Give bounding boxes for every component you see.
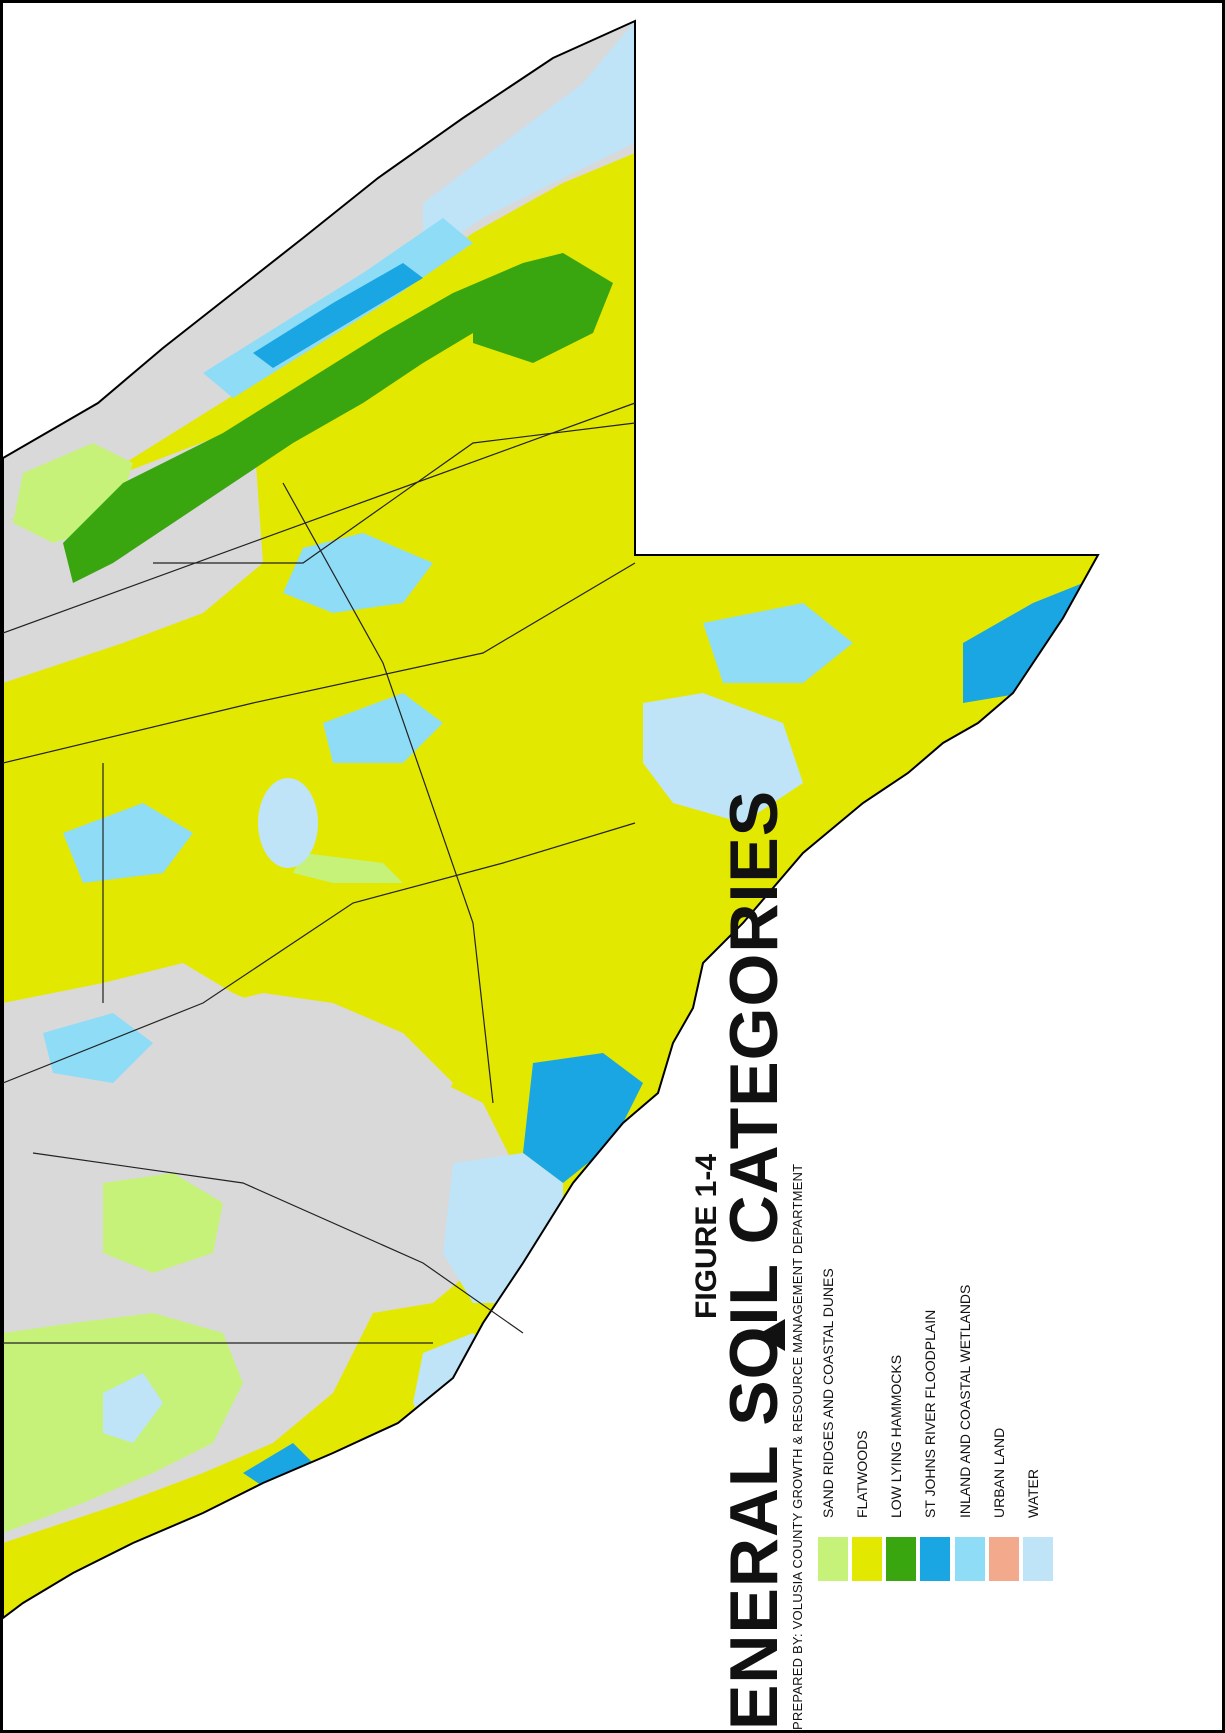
county-boundary	[3, 19, 1100, 1620]
wetland-band-b	[323, 693, 443, 763]
lake-northwest	[103, 1373, 163, 1443]
legend-label: INLAND AND COASTAL WETLANDS	[957, 1284, 973, 1518]
wetland-band-d	[43, 1013, 153, 1083]
lake-south	[643, 693, 803, 823]
legend-swatch	[989, 1537, 1019, 1581]
coastal-water	[423, 21, 635, 258]
legend-label: LOW LYING HAMMOCKS	[888, 1354, 904, 1518]
floodplain-edge	[243, 1443, 313, 1493]
soil-map	[3, 19, 1100, 1620]
legend-swatch	[886, 1537, 916, 1581]
road-state-c	[282, 482, 494, 1104]
road-state-a	[32, 1152, 524, 1334]
road-us-b	[3, 822, 636, 1084]
floodplain-south	[963, 583, 1083, 703]
legend-label: WATER	[1025, 1469, 1041, 1518]
legend-swatch	[1023, 1537, 1053, 1581]
map-title: ENERAL SOIL CATEGORIES	[716, 789, 792, 1730]
road-interstate	[3, 402, 636, 634]
floodplain-west	[523, 1053, 643, 1183]
legend-swatch	[852, 1537, 882, 1581]
hammock-ridge	[63, 253, 583, 583]
legend-swatch	[818, 1537, 848, 1581]
wetland-band-a	[283, 533, 433, 613]
hammock-patch	[473, 253, 613, 363]
legend-label: FLATWOODS	[854, 1430, 870, 1518]
legend-label: ST JOHNS RIVER FLOODPLAIN	[922, 1309, 938, 1518]
prepared-by-credit: PREPARED BY: VOLUSIA COUNTY GROWTH & RES…	[790, 1163, 805, 1730]
legend-swatch	[955, 1537, 985, 1581]
developed-area-central	[183, 993, 453, 1133]
road-state-b	[153, 422, 636, 564]
sand-ridge-strip	[293, 853, 403, 883]
sand-ridge-central	[103, 1173, 223, 1273]
road-us-a	[3, 562, 636, 764]
wetland-band-e	[703, 603, 853, 683]
coastal-developed-strip	[3, 21, 635, 523]
legend-swatch	[920, 1537, 950, 1581]
lake-central	[258, 778, 318, 868]
wetland-band-c	[63, 803, 193, 883]
north-label: N	[735, 1333, 747, 1341]
road-network	[3, 402, 636, 1344]
lagoon-floodplain	[253, 263, 423, 368]
north-arrow	[757, 1319, 785, 1351]
legend-label: SAND RIDGES AND COASTAL DUNES	[820, 1268, 836, 1518]
legend-label: URBAN LAND	[991, 1427, 1007, 1518]
